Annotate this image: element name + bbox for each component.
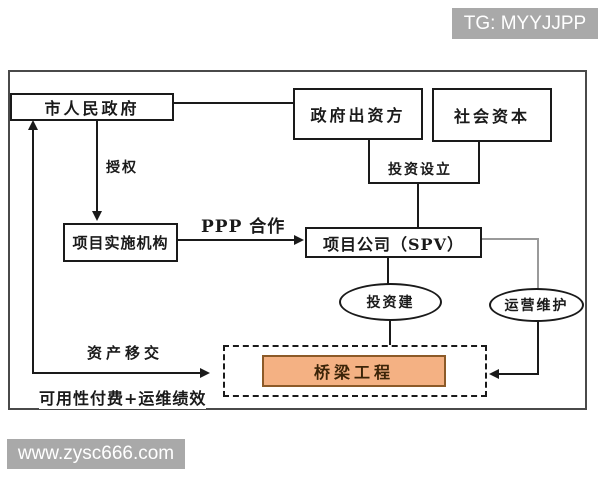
connector-capital-down xyxy=(478,142,480,184)
label-ppp-cooperation: PPP 合作 xyxy=(201,212,286,237)
connector-investor-down xyxy=(368,140,370,184)
website-watermark: www.zysc666.com xyxy=(7,439,185,469)
arrowhead-down-icon xyxy=(92,211,102,221)
label-authorization: 授权 xyxy=(106,157,138,177)
connector-investment-setup-join xyxy=(368,182,480,184)
connector-payment-horizontal xyxy=(32,372,202,374)
connector-ppp-cooperation xyxy=(178,239,296,241)
label-availability-payment: 可用性付费+运维绩效 xyxy=(39,385,207,409)
connector-om-down xyxy=(537,320,539,375)
label-investment-setup: 投资设立 xyxy=(388,159,452,179)
arrowhead-up-icon xyxy=(28,120,38,130)
node-project-implementation-agency: 项目实施机构 xyxy=(63,223,178,262)
arrowhead-right-ppp-icon xyxy=(294,235,304,245)
node-investment-construction: 投资建 xyxy=(339,283,442,321)
label-asset-transfer: 资产移交 xyxy=(87,342,164,363)
arrowhead-right-payment-icon xyxy=(200,368,210,378)
node-municipal-government: 市人民政府 xyxy=(10,93,174,121)
node-project-company-spv: 项目公司（SPV） xyxy=(305,227,482,258)
connector-gov-to-investor xyxy=(174,102,293,104)
node-bridge-project: 桥梁工程 xyxy=(262,355,446,387)
connector-setup-to-spv xyxy=(417,184,419,228)
connector-payment-vertical xyxy=(32,128,34,374)
node-operation-maintenance: 运营维护 xyxy=(489,288,584,322)
telegram-watermark: TG: MYYJJPP xyxy=(452,8,598,39)
node-government-investor: 政府出资方 xyxy=(293,88,423,140)
connector-spv-to-om-horizontal xyxy=(482,238,539,240)
connector-invest-build-to-bridge xyxy=(389,321,391,346)
connector-spv-to-om-vertical xyxy=(537,238,539,290)
node-social-capital: 社会资本 xyxy=(432,88,552,142)
arrowhead-left-om-icon xyxy=(489,369,499,379)
connector-spv-to-invest-build xyxy=(387,257,389,284)
connector-authorization xyxy=(96,121,98,214)
connector-om-to-bridge xyxy=(499,373,539,375)
